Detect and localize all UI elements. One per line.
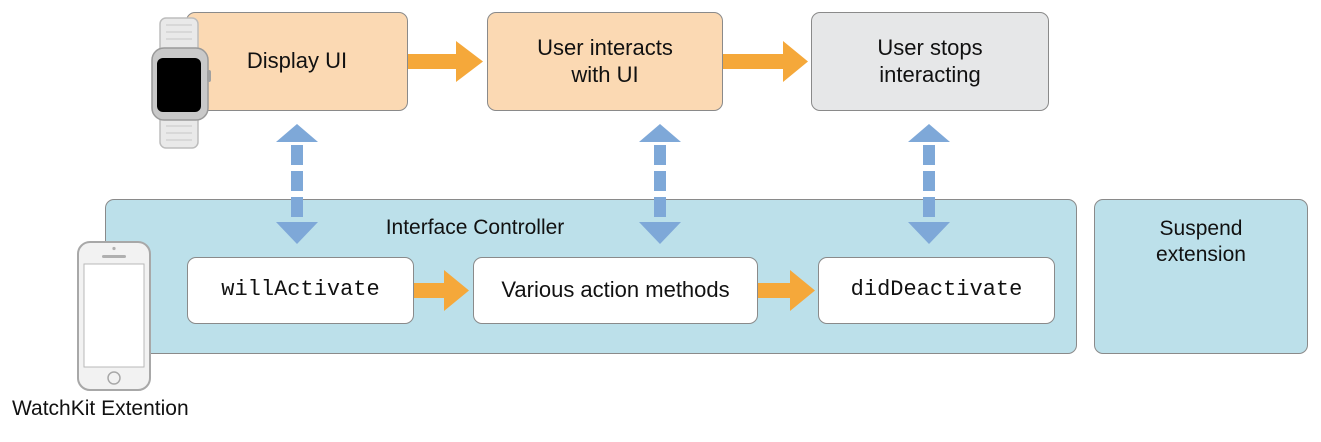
suspend-extension-label: Suspend extension — [1156, 217, 1246, 267]
method-did-deactivate: didDeactivate — [818, 257, 1055, 324]
interface-controller-title: Interface Controller — [385, 216, 565, 239]
flow-arrow-display-to-interacts — [408, 41, 483, 82]
watchkit-extension-label: WatchKit Extention — [12, 397, 189, 420]
sync-arrow-interacts-actions — [639, 124, 681, 244]
method-various-action-methods: Various action methods — [473, 257, 758, 324]
apple-watch-icon — [151, 17, 211, 149]
sync-arrow-display-will-activate — [276, 124, 318, 244]
flow-arrow-actions-to-did-deactivate — [758, 270, 815, 311]
iphone-icon — [77, 241, 151, 391]
step-user-stops-interacting: User stops interacting — [811, 12, 1049, 111]
suspend-extension-panel — [1094, 199, 1308, 354]
flow-arrow-interacts-to-stops — [723, 41, 808, 82]
method-will-activate: willActivate — [187, 257, 414, 324]
step-display-ui: Display UI — [186, 12, 408, 111]
step-user-interacts: User interacts with UI — [487, 12, 723, 111]
sync-arrow-stops-did-deactivate — [908, 124, 950, 244]
flow-arrow-will-activate-to-actions — [414, 270, 469, 311]
